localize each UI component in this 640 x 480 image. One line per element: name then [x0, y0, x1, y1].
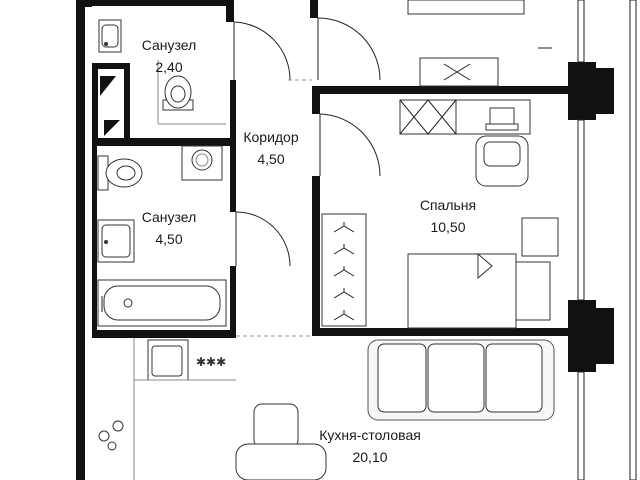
dining-table-icon	[235, 403, 327, 480]
room-lower-bathroom: Санузел 4,50	[142, 209, 197, 247]
svg-text:✱✱✱: ✱✱✱	[196, 355, 226, 369]
sofa-icon	[367, 339, 555, 421]
bed-icon	[407, 217, 559, 329]
toilet-icon	[162, 75, 194, 111]
room-name: Спальня	[420, 197, 476, 213]
hanger-icon	[321, 213, 367, 327]
room-area: 4,50	[155, 231, 182, 247]
doors	[233, 17, 381, 337]
chair-icon	[475, 135, 529, 187]
washing-machine-icon	[181, 145, 223, 181]
room-area: 2,40	[155, 59, 182, 75]
bathtub-icon	[97, 279, 227, 327]
door-swing-icon	[319, 113, 381, 177]
laptop-icon	[485, 107, 519, 131]
room-name: Санузел	[142, 37, 197, 53]
sink-icon	[97, 219, 135, 263]
door-swing-icon	[317, 17, 381, 81]
room-area: 20,10	[352, 449, 387, 465]
room-name: Санузел	[142, 209, 197, 225]
toilet-icon	[97, 155, 143, 191]
room-bedroom: Спальня 10,50	[420, 197, 476, 235]
sink-icon	[98, 420, 124, 451]
door-swing-icon	[235, 211, 291, 267]
stove-icon: ✱✱✱	[147, 339, 226, 381]
sink-icon	[98, 19, 122, 53]
room-corridor: Коридор 4,50	[243, 129, 299, 167]
room-area: 4,50	[257, 151, 284, 167]
room-name: Коридор	[243, 129, 299, 145]
door-swing-icon	[233, 21, 291, 81]
room-kitchen-dining: Кухня-столовая 20,10	[319, 427, 421, 465]
room-name: Кухня-столовая	[319, 427, 421, 443]
walls	[76, 0, 637, 480]
room-area: 10,50	[430, 219, 465, 235]
room-upper-bathroom: Санузел 2,40	[142, 37, 197, 75]
